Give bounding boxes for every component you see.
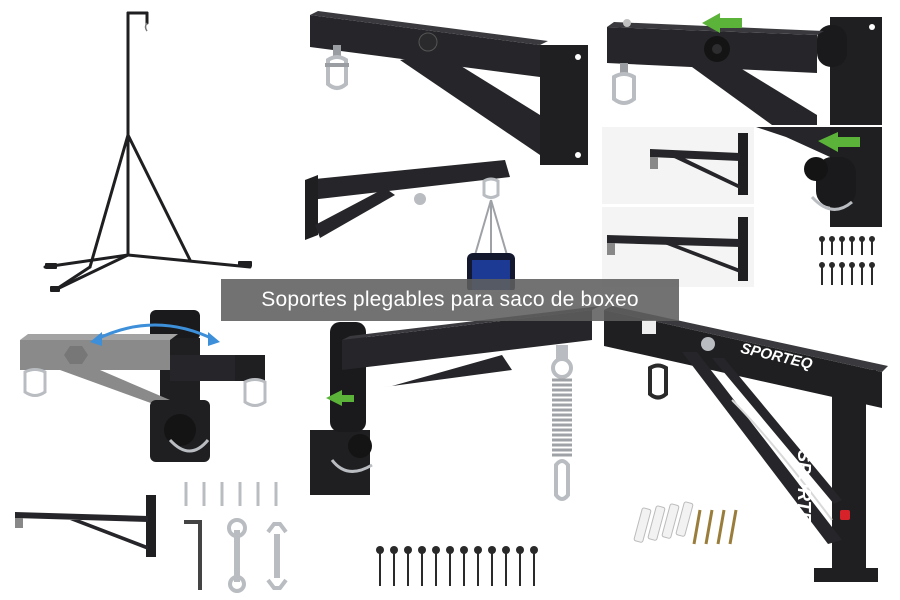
wall-bracket-illustration [305,11,588,290]
shackle-icon [325,45,349,90]
caption-text: Soportes plegables para saco de boxeo [261,288,639,311]
fold-positions-photo [602,127,754,287]
rotate-arrow-icon [818,132,860,152]
caption-bar: Soportes plegables para saco de boxeo [221,279,679,321]
wrench-icon [266,522,288,590]
fold-positions-illustration [602,127,754,287]
screw-icon [692,509,738,545]
shackle-icon [23,368,267,407]
freestanding-stand-photo [10,5,260,295]
knob-icon [704,36,730,62]
spring-bracket-illustration [310,306,600,586]
adjustable-bracket-photo [602,5,890,125]
wall-bracket-bag-photo [300,5,600,290]
wrench-icon [227,518,247,593]
screw-icon [379,550,535,586]
adjustable-bracket-illustration [607,13,882,125]
brand-name-vertical: SPORTEQ [794,450,814,538]
bracket-base-screws-illustration [756,127,882,285]
shackle-icon [612,63,636,105]
brand-accent-dot [840,510,850,520]
knob-icon [348,434,372,458]
rotating-bracket-illustration [20,310,267,462]
screw-icon [821,239,873,285]
shackle-icon [648,363,668,400]
slide-arrow-icon [702,13,742,33]
spring-icon [551,345,573,501]
wall-plate [540,45,588,165]
accessories-illustration [15,482,288,593]
bracket-base-screws-photo [756,127,890,292]
knob-icon [64,346,88,364]
shackle-icon [482,177,500,199]
rotating-bracket-photo [10,300,280,468]
accessories-photo [10,470,300,595]
freestanding-stand-illustration [43,11,252,292]
rotate-arrow-icon [326,390,354,406]
sporteq-bracket-illustration [604,306,888,582]
hex-key-icon [184,520,202,590]
spring-bracket-photo [302,300,600,595]
knob-icon [804,157,828,181]
rotate-arrow-icon [90,323,220,346]
sporteq-bracket-photo: SPORTEQ SPORTEQ [602,300,892,595]
brand-logo-vertical: SPORTEQ [793,450,814,538]
bolt-icon [184,482,278,506]
